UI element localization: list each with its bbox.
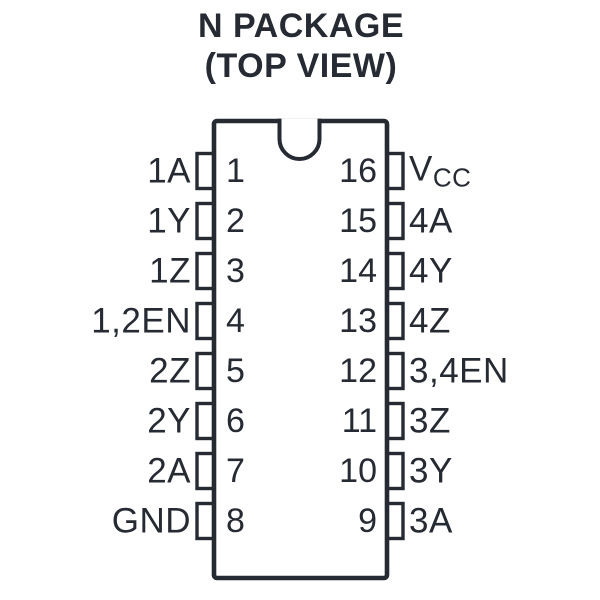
pin-8-label: GND [112, 504, 191, 539]
pin-10-number: 10 [339, 452, 377, 490]
pin-5-label-text: 2Z [149, 351, 191, 391]
pin-14-number: 14 [339, 252, 377, 290]
pin-6-label-text: 2Y [147, 401, 191, 441]
pin-4-number: 4 [226, 302, 245, 340]
pin-15-number: 15 [339, 202, 377, 240]
package-view-subtitle: (TOP VIEW) [204, 47, 398, 85]
pin-13-label-text: 4Z [409, 301, 451, 341]
pin-7-label: 2A [147, 454, 191, 489]
pin-3-number: 3 [226, 252, 245, 290]
pin-7-label-text: 2A [147, 451, 191, 491]
pin-16-label-text: V [409, 149, 433, 189]
pin-16-label: VCC [409, 152, 471, 191]
pin-13-number: 13 [339, 302, 377, 340]
pin-15-label: 4A [409, 204, 453, 239]
pin-2-label-text: 1Y [147, 201, 191, 241]
pin-15-label-text: 4A [409, 201, 453, 241]
pin-16-label-subscript: CC [432, 162, 472, 193]
pin-10-label-text: 3Y [409, 451, 453, 491]
pin-9-label: 3A [409, 504, 453, 539]
pin-8-label-text: GND [111, 501, 191, 541]
pin-11-number: 11 [341, 402, 377, 440]
pin-13-label: 4Z [409, 304, 451, 339]
pin-11-label-text: 3Z [409, 401, 451, 441]
pin-4-label: 1,2EN [91, 304, 191, 339]
pin-14-label: 4Y [409, 254, 453, 289]
pin-7-number: 7 [226, 452, 245, 490]
pin-5-number: 5 [226, 352, 245, 390]
package-name-title: N PACKAGE [198, 7, 404, 45]
pin-2-number: 2 [226, 202, 245, 240]
pin-12-label-text: 3,4EN [409, 351, 509, 391]
pin-8-number: 8 [226, 502, 245, 540]
pin-11-label: 3Z [409, 404, 451, 439]
pin-16-number: 16 [339, 152, 377, 190]
pin-5-label: 2Z [149, 354, 191, 389]
pin-1-label-text: 1A [147, 151, 191, 191]
pin-4-label-text: 1,2EN [91, 301, 191, 341]
pin-3-label-text: 1Z [149, 251, 191, 291]
pin-14-label-text: 4Y [409, 251, 453, 291]
pin1-index-notch [277, 118, 322, 161]
pin-2-label: 1Y [147, 204, 191, 239]
pin-9-number: 9 [358, 502, 377, 540]
pin-6-label: 2Y [147, 404, 191, 439]
pin-12-number: 12 [339, 352, 377, 390]
pin-1-label: 1A [147, 154, 191, 189]
pin-6-number: 6 [226, 402, 245, 440]
pin-10-label: 3Y [409, 454, 453, 489]
pin-9-label-text: 3A [409, 501, 453, 541]
pin-3-label: 1Z [149, 254, 191, 289]
figure-title: N PACKAGE (TOP VIEW) [1, 6, 600, 86]
pin-1-number: 1 [226, 152, 245, 190]
pin-12-label: 3,4EN [409, 354, 509, 389]
